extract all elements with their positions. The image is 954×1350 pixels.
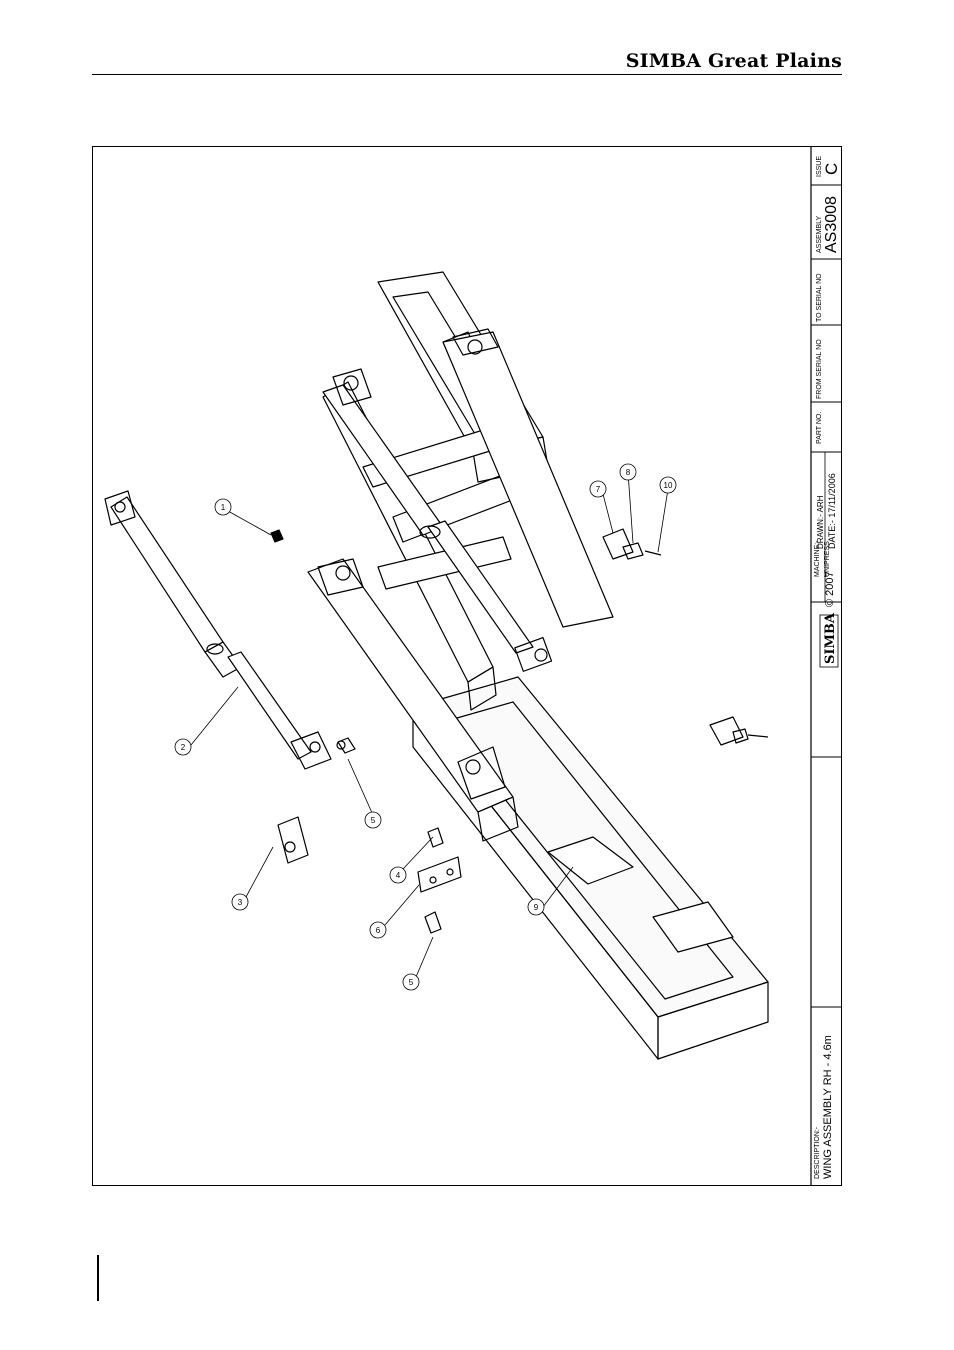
balloon-label: 1 [221, 503, 226, 512]
description-value: WING ASSEMBLY RH - 4.6m [822, 1035, 834, 1179]
header-rule [92, 74, 842, 75]
balloon-3: 3 [232, 894, 248, 910]
date-label: DATE:- 17/11/2006 [827, 473, 837, 549]
balloon-5b: 5 [403, 974, 419, 990]
balloon-label: 5 [371, 816, 376, 825]
title-block: DESCRIPTION:- WING ASSEMBLY RH - 4.6m MA… [811, 147, 842, 1186]
exploded-assembly-drawing: 1 2 3 4 5 5 6 7 8 9 10 DESCRIPTION:- WIN… [93, 147, 842, 1186]
brand-title: SIMBA Great Plains [626, 50, 842, 72]
balloon-1: 1 [215, 499, 231, 515]
description-label: DESCRIPTION:- [814, 1126, 821, 1179]
balloon-6: 6 [370, 922, 386, 938]
balloon-label: 6 [376, 926, 381, 935]
balloon-10: 10 [660, 477, 676, 493]
balloon-label: 7 [596, 485, 601, 494]
simba-logo: SIMBA © 2007 [820, 571, 838, 667]
drawing-frame: 1 2 3 4 5 5 6 7 8 9 10 DESCRIPTION:- WIN… [92, 146, 842, 1186]
balloon-5a: 5 [365, 812, 381, 828]
assembly-value: AS3008 [823, 196, 840, 253]
balloon-7: 7 [590, 481, 606, 497]
balloon-2: 2 [175, 739, 191, 755]
balloon-label: 3 [238, 898, 243, 907]
balloon-label: 9 [534, 903, 539, 912]
balloon-label: 10 [664, 481, 673, 490]
to-serial-label: TO SERIAL NO [816, 273, 823, 322]
balloon-label: 4 [396, 871, 401, 880]
logo-text: SIMBA [823, 612, 838, 664]
balloon-label: 2 [181, 743, 186, 752]
issue-value: C [822, 163, 841, 175]
from-serial-label: FROM SERIAL NO [816, 339, 823, 399]
loose-cylinder [105, 491, 331, 769]
copyright: © 2007 [824, 571, 836, 607]
balloon-label: 5 [409, 978, 414, 987]
assembly-label: ASSEMBLY [816, 215, 823, 253]
balloon-4: 4 [390, 867, 406, 883]
balloon-8: 8 [620, 464, 636, 480]
balloon-label: 8 [626, 468, 631, 477]
part-no-label: PART NO. [816, 412, 823, 444]
drawn-label: DRAWN:- ARH [816, 495, 825, 549]
balloon-9: 9 [528, 899, 544, 915]
footer-margin-mark [97, 1255, 99, 1301]
